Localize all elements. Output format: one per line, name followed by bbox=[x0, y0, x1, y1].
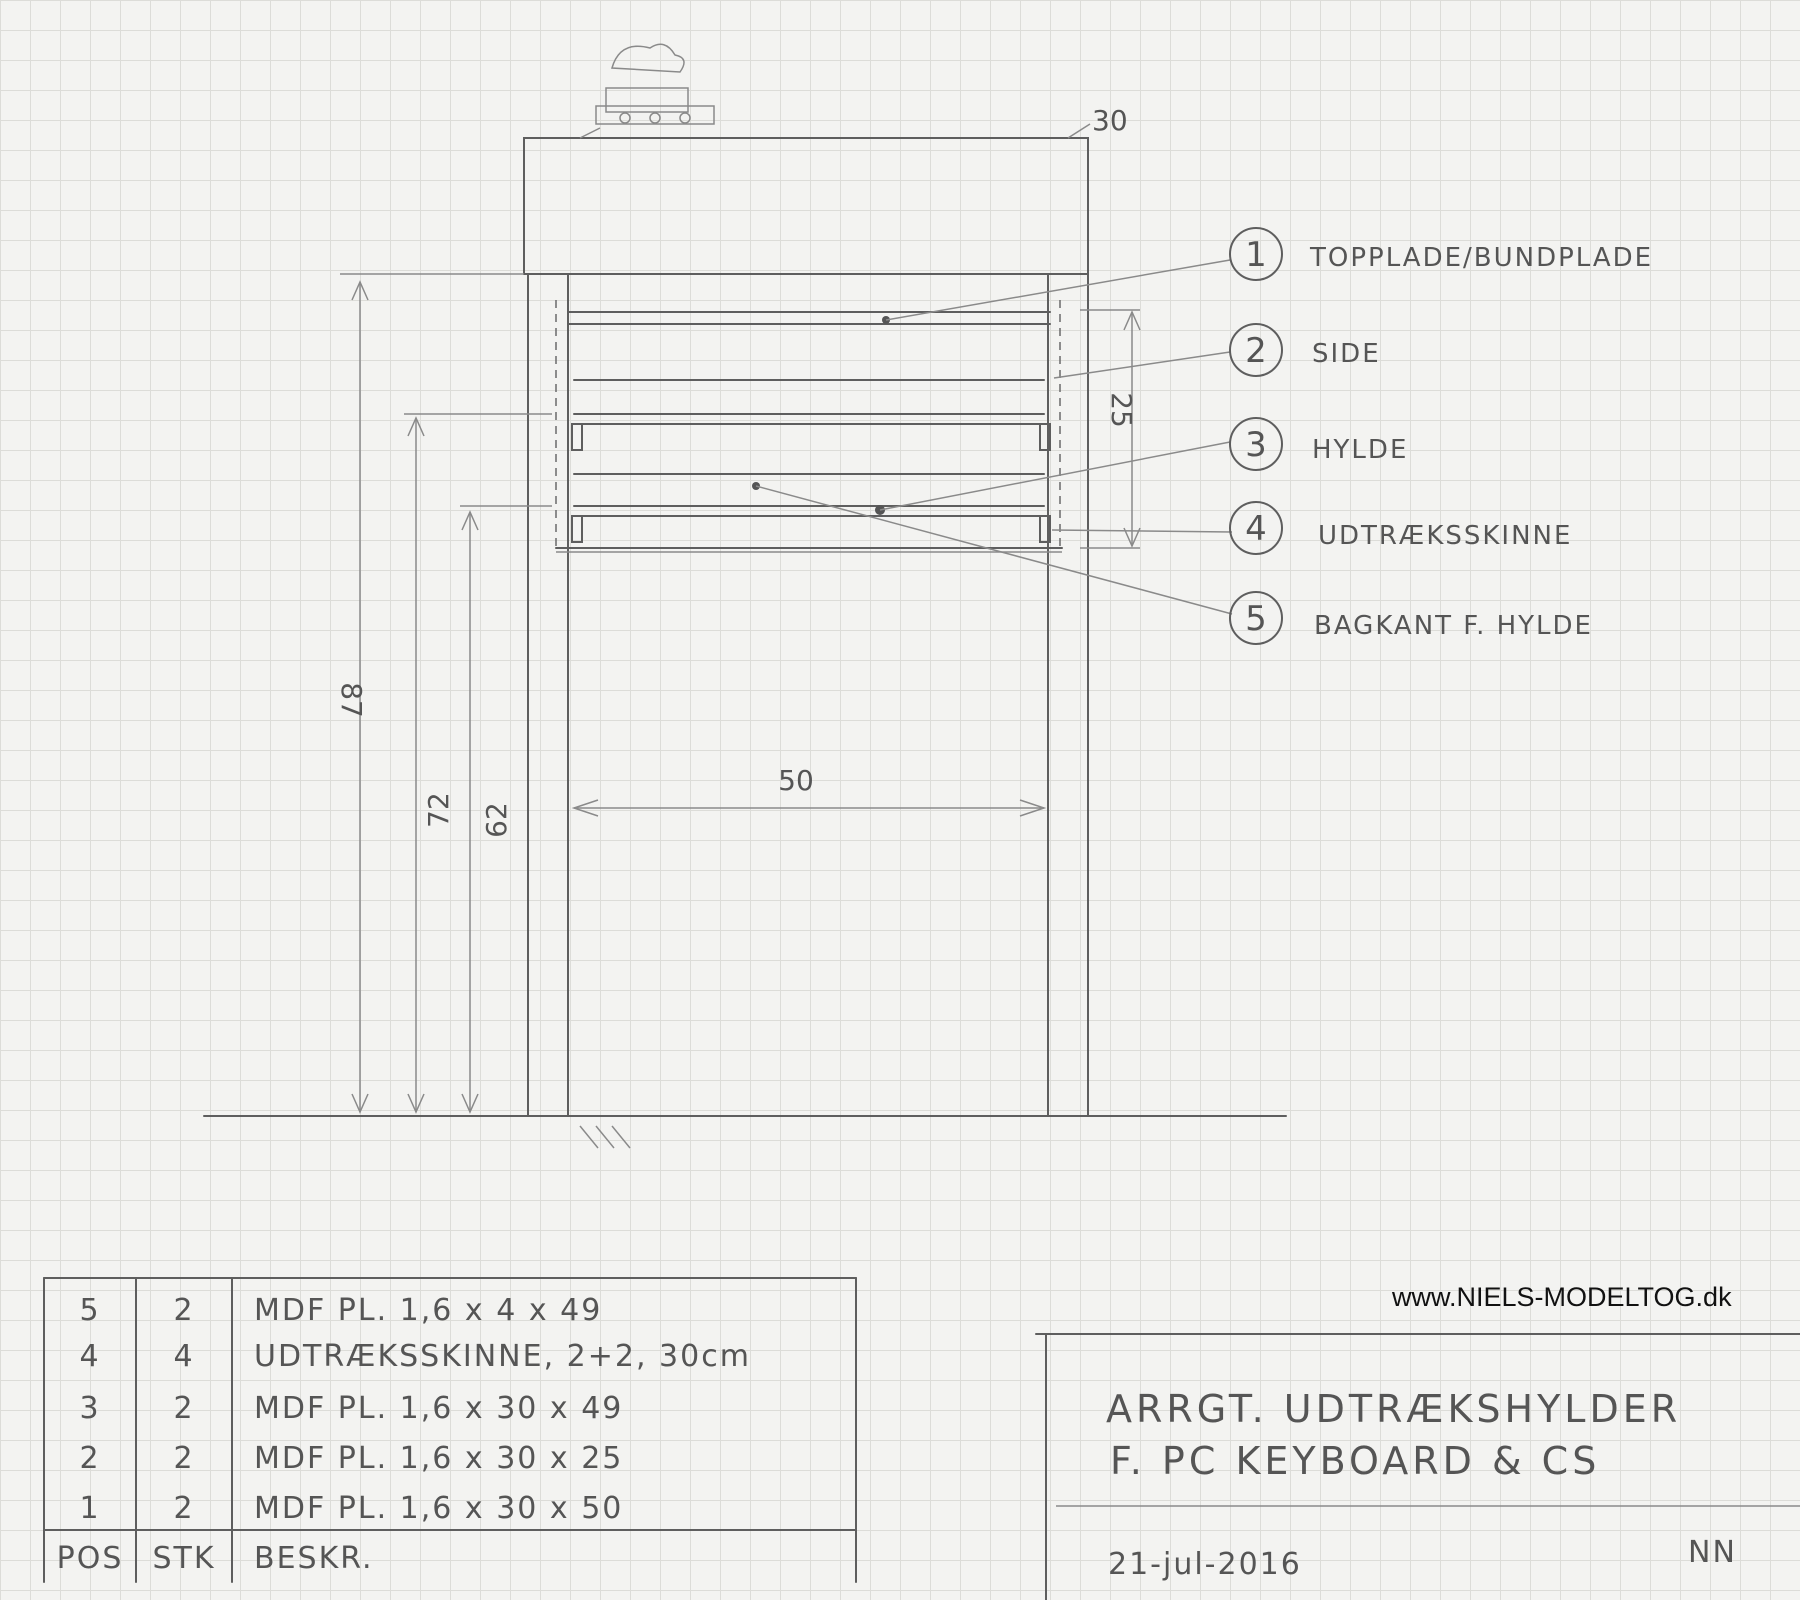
row-4-qty: 4 bbox=[173, 1339, 194, 1374]
dimension-62 bbox=[460, 505, 552, 1114]
right-leg bbox=[1047, 273, 1089, 1117]
row-5-qty: 2 bbox=[173, 1293, 194, 1328]
title-block: ARRGT. UDTRÆKSHYLDER F. PC KEYBOARD & CS… bbox=[1035, 1333, 1800, 1600]
header-pos: POS bbox=[57, 1541, 124, 1576]
inner-width-label: 50 bbox=[778, 764, 814, 797]
callout-2: 2 SIDE bbox=[1229, 323, 1381, 377]
depth-dimension: 30 bbox=[1092, 104, 1128, 137]
callout-label: BAGKANT F. HYLDE bbox=[1314, 611, 1593, 641]
dimension-50 bbox=[571, 799, 1047, 817]
callout-3: 3 HYLDE bbox=[1229, 417, 1408, 471]
dimension-25 bbox=[1080, 309, 1141, 549]
callout-label: SIDE bbox=[1312, 339, 1381, 369]
dimension-72 bbox=[404, 413, 552, 1114]
callout-number: 4 bbox=[1245, 509, 1267, 549]
drawing-author: NN bbox=[1688, 1535, 1737, 1570]
callout-number: 3 bbox=[1245, 425, 1267, 465]
row-2-pos: 2 bbox=[79, 1441, 100, 1476]
row-3-desc: MDF PL. 1,6 x 30 x 49 bbox=[254, 1391, 623, 1426]
row-4-desc: UDTRÆKSSKINNE, 2+2, 30cm bbox=[254, 1339, 751, 1374]
parts-list-table: 5 2 MDF PL. 1,6 x 4 x 49 4 4 UDTRÆKSSKIN… bbox=[43, 1277, 857, 1583]
height-lower-label: 62 bbox=[480, 802, 513, 838]
leader-lines bbox=[752, 259, 1233, 615]
row-2-desc: MDF PL. 1,6 x 30 x 25 bbox=[254, 1441, 623, 1476]
website-url: www.NIELS-MODELTOG.dk bbox=[1392, 1282, 1732, 1312]
row-3-pos: 3 bbox=[79, 1391, 100, 1426]
left-leg bbox=[527, 273, 569, 1117]
callout-5: 5 BAGKANT F. HYLDE bbox=[1229, 591, 1593, 645]
drawing-title-line1: ARRGT. UDTRÆKSHYLDER bbox=[1106, 1387, 1681, 1431]
row-5-pos: 5 bbox=[79, 1293, 100, 1328]
row-1-qty: 2 bbox=[173, 1491, 194, 1526]
callout-1: 1 TOPPLADE/BUNDPLADE bbox=[1229, 227, 1653, 281]
shelf-assembly bbox=[555, 300, 1063, 553]
row-1-pos: 1 bbox=[79, 1491, 100, 1526]
callout-number: 2 bbox=[1245, 331, 1267, 371]
dimension-87 bbox=[340, 273, 524, 1114]
drawing-date: 21-jul-2016 bbox=[1108, 1547, 1302, 1582]
floor-line bbox=[203, 1115, 1287, 1149]
header-qty: STK bbox=[152, 1541, 215, 1576]
row-5-desc: MDF PL. 1,6 x 4 x 49 bbox=[254, 1293, 602, 1328]
header-desc: BESKR. bbox=[254, 1541, 374, 1576]
drawing-title-line2: F. PC KEYBOARD & CS bbox=[1110, 1439, 1600, 1483]
top-board bbox=[523, 123, 1091, 275]
callout-number: 5 bbox=[1245, 599, 1267, 639]
callout-label: UDTRÆKSSKINNE bbox=[1318, 521, 1572, 551]
row-2-qty: 2 bbox=[173, 1441, 194, 1476]
row-3-qty: 2 bbox=[173, 1391, 194, 1426]
callout-label: TOPPLADE/BUNDPLADE bbox=[1309, 243, 1653, 273]
row-1-desc: MDF PL. 1,6 x 30 x 50 bbox=[254, 1491, 623, 1526]
locomotive-sketch bbox=[595, 43, 715, 125]
height-upper-label: 72 bbox=[422, 792, 455, 828]
callout-4: 4 UDTRÆKSSKINNE bbox=[1229, 501, 1572, 555]
callout-number: 1 bbox=[1245, 235, 1267, 275]
row-4-pos: 4 bbox=[79, 1339, 100, 1374]
callout-label: HYLDE bbox=[1312, 435, 1408, 465]
height-total-label: 87 bbox=[335, 682, 368, 718]
side-height-label: 25 bbox=[1105, 392, 1138, 428]
